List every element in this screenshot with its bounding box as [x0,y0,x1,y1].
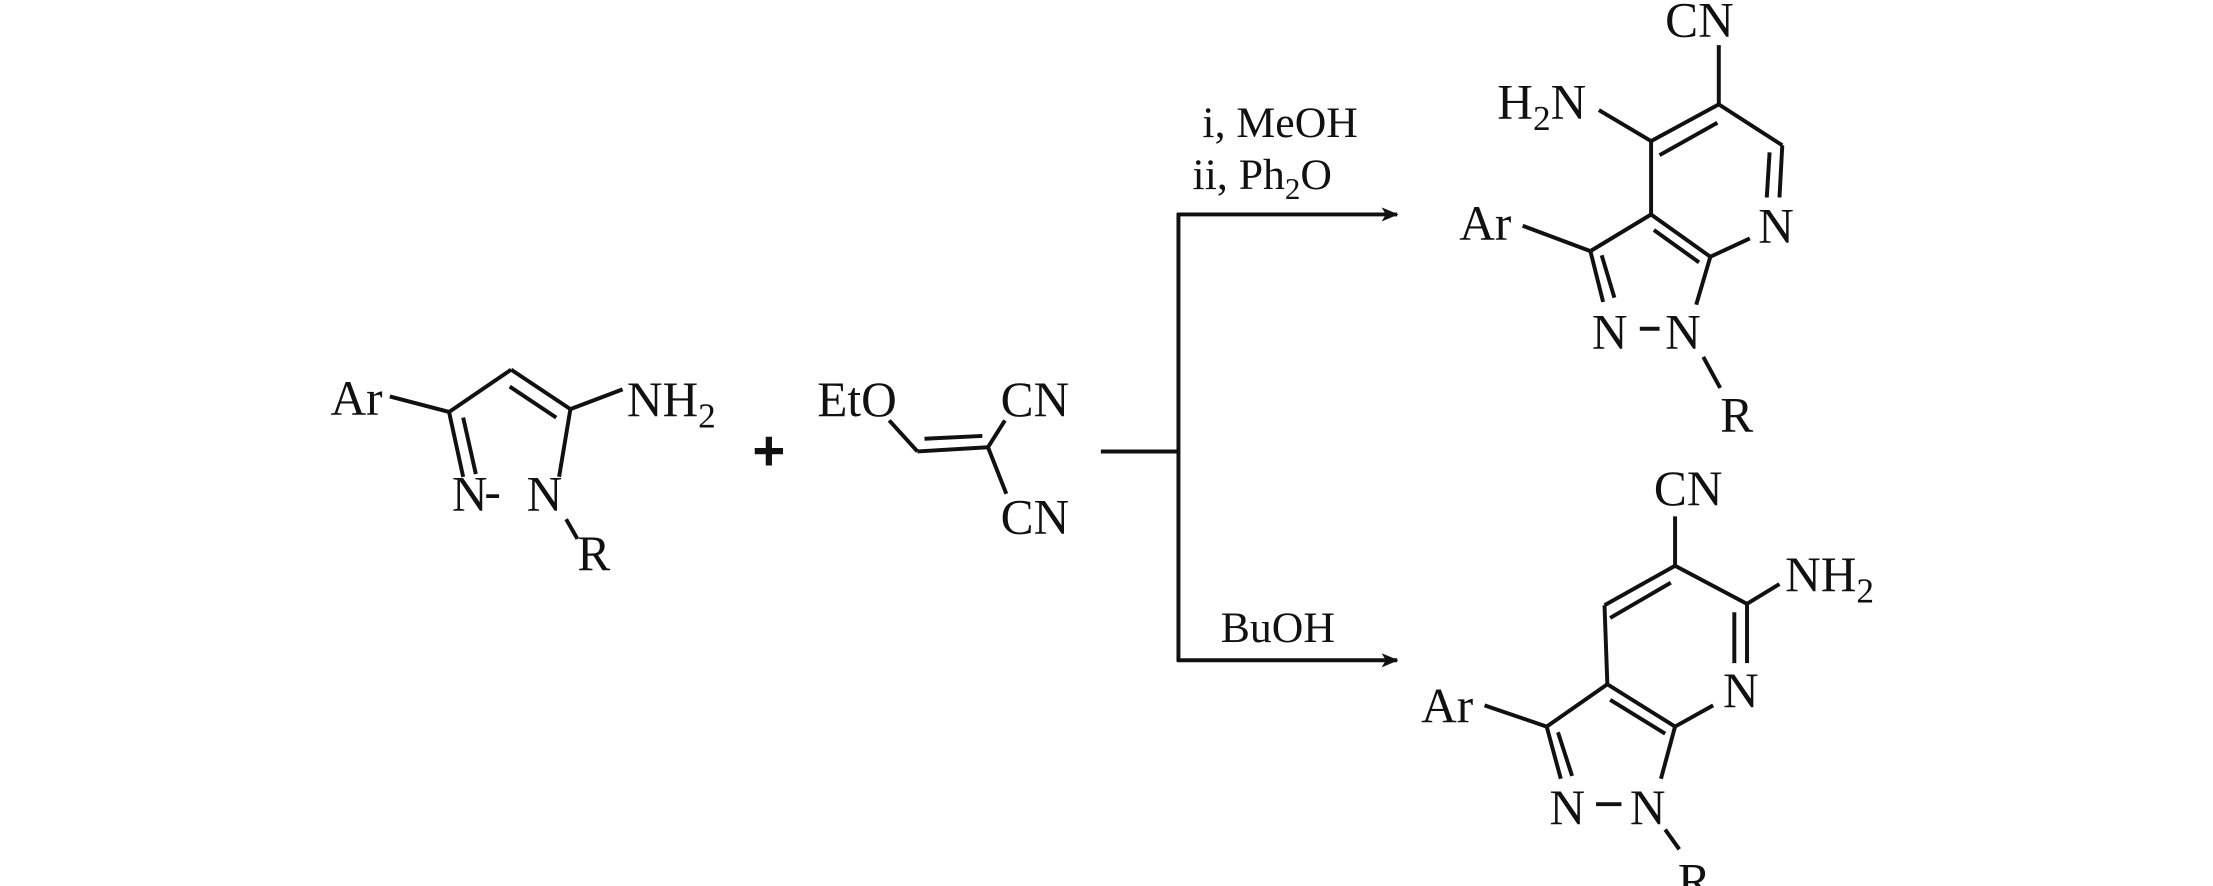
plus-sign: + [752,419,785,482]
cn-label: CN [1665,0,1734,48]
bond-ar-c3 [1483,703,1548,729]
bond-c5-c6 [1717,102,1784,147]
branching-arrow: i, MeOH ii, Ph2O BuOH [1100,99,1399,668]
bond-c3a-c7a-inner [1609,698,1667,736]
bond-c-cn-bottom [986,446,1009,495]
bond-c3-n2-inner [1556,731,1574,777]
bond-ar-c3 [1522,223,1592,253]
bond-c5-nh2 [569,387,624,411]
bond-nh2-c4 [1597,108,1653,143]
bond-c-c-inner [924,433,983,441]
bond-c7a-n1 [1659,726,1677,780]
bond-ar-c3 [389,394,450,414]
reactant-aminopyrazole: Ar NH2 N - N R [331,367,716,581]
bond-c4-c5-inner [1658,121,1719,157]
ring-n-label: N [1758,199,1794,254]
n1-label: N [527,467,563,522]
bond-c6-nh2 [1745,582,1781,606]
cn-bottom-label: CN [1001,489,1070,544]
n2-label: N [452,467,488,522]
bond-n1-r [564,518,580,540]
product-top: CN H2N N Ar N N R [1459,0,1794,443]
ethoxy-label: EtO [817,372,897,427]
ar-label: Ar [1459,196,1511,251]
bond-n1-r [1663,828,1681,851]
bond-c3a-c7a-inner [1652,228,1701,265]
ar-label: Ar [1421,678,1473,733]
ring-n-label: N [1723,663,1759,718]
bond-n7-c7a [1674,703,1715,729]
amine-label: H2N [1497,75,1586,138]
r-label: R [1720,388,1753,443]
bond-c3a-c7a [1606,682,1677,729]
r-label: R [577,526,610,581]
cn-top-label: CN [1001,372,1070,427]
bond-c7a-n1 [1694,256,1713,306]
bond-c4-c5-inner [1609,580,1672,620]
bond-c5-c6 [1674,563,1748,606]
bond-c3-n2 [447,411,466,478]
n2-label: N [1550,780,1586,835]
r-label: R [1678,853,1711,886]
n2-label: N [1592,304,1628,359]
bond-c4-c3a [1602,605,1610,685]
condition-top-step1: i, MeOH [1202,99,1357,147]
bond-c3-n2-inner [1599,254,1617,299]
bond-c3a-c7a [1649,212,1712,259]
n1-label: N [1630,780,1666,835]
ar-label: Ar [331,371,383,426]
amine-label: NH2 [627,372,716,435]
condition-top-step2: ii, Ph2O [1193,151,1332,206]
bond-c6-n7-inner [1764,152,1772,198]
reactant-ethoxymethylene-malononitrile: EtO CN CN [817,372,1069,544]
bond-n7-c7a [1709,236,1751,259]
bond-c4-c5 [510,367,572,411]
bond-c4-c5 [1603,564,1677,607]
bond-c3-n2-inner [461,417,478,475]
bond-c3-n2 [1544,726,1563,780]
bond-n1-r [1701,355,1722,389]
bond-c4-c5-inner [508,384,558,420]
n1-label: N [1665,304,1701,359]
bond-c6-n7 [1777,145,1785,198]
bond-c3-c4 [447,368,513,414]
bond-c3-n2 [1588,250,1606,303]
cn-label: CN [1654,461,1723,516]
bond-o-c [887,419,919,453]
bond-c3a-c3 [1589,212,1653,253]
condition-bottom: BuOH [1221,604,1335,652]
bond-c-cn-top [986,419,1007,449]
product-bottom: CN NH2 N Ar N N R [1421,461,1874,886]
bond-c-c [917,445,989,454]
amine-label: NH2 [1785,547,1874,610]
bond-c4-c5 [1650,102,1720,143]
nn-bond-dash: - [484,464,500,519]
bond-c3a-c3 [1545,682,1609,729]
bond-c5-n1 [557,408,573,478]
